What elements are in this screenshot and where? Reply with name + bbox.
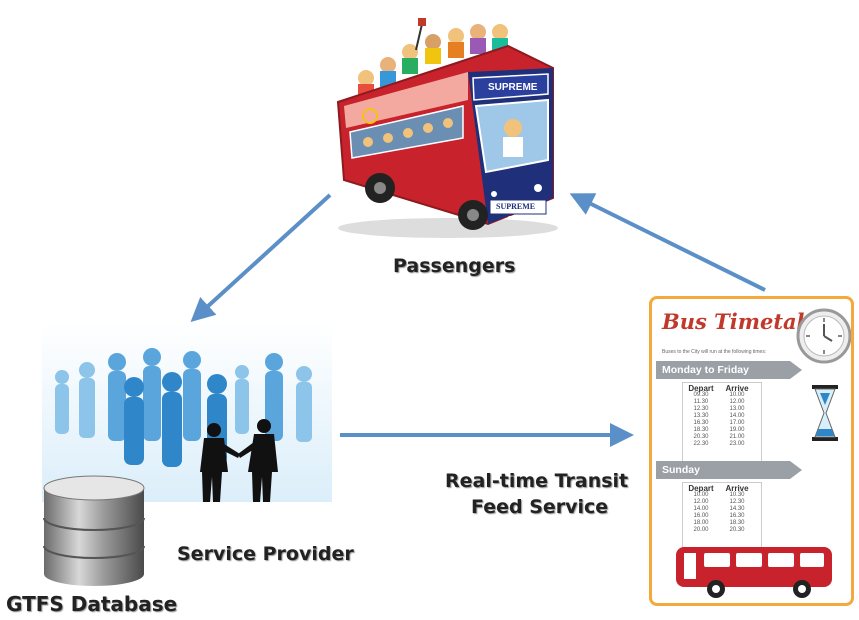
weekday-depart-time: 12.30 [693, 406, 709, 412]
sunday-depart-header: Depart [688, 484, 714, 493]
sunday-arrive-time: 20.30 [729, 527, 745, 533]
sunday-arrive-time: 12.30 [729, 499, 745, 505]
sunday-band-tip [790, 461, 802, 479]
gtfs-database-label: GTFS Database [6, 592, 178, 616]
weekday-band: Monday to Friday [656, 361, 790, 379]
sunday-arrive-time: 10.30 [729, 492, 745, 498]
service-provider-label: Service Provider [177, 543, 354, 565]
arrow-timetable-to-bus [569, 193, 766, 292]
weekday-band-tip [790, 361, 802, 379]
weekday-depart-time: 09.30 [693, 392, 709, 398]
sunday-depart-time: 12.00 [693, 499, 709, 505]
sunday-band: Sunday [656, 461, 790, 479]
bus-front-logo: SUPREME [496, 202, 535, 211]
weekday-depart-time: 11.30 [693, 399, 709, 405]
sunday-arrive-time: 16.30 [729, 513, 745, 519]
weekday-arrive-time: 10.00 [729, 392, 745, 398]
handshake-silhouettes [200, 419, 278, 502]
sunday-arrive-time: 18.30 [729, 520, 745, 526]
weekday-arrive-time: 17.00 [729, 420, 745, 426]
weekday-depart-time: 20.30 [693, 434, 709, 440]
weekday-depart-time: 13.30 [693, 413, 709, 419]
sunday-arrive-time: 14.30 [729, 506, 745, 512]
realtime-feed-label: Real-time Transit Feed Service [445, 470, 635, 518]
realtime-feed-line1: Real-time Transit [445, 470, 629, 492]
weekday-depart-time: 22.30 [693, 441, 709, 447]
red-bus-icon [676, 547, 832, 598]
database-icon [43, 475, 145, 586]
weekday-depart-header: Depart [688, 384, 714, 393]
rooftop-passengers [358, 18, 508, 98]
bus-sign: SUPREME [488, 82, 538, 93]
crowd-illustration [42, 322, 332, 502]
weekday-arrive-time: 13.00 [729, 406, 745, 412]
weekday-arrive-header: Arrive [725, 384, 749, 393]
sunday-arrive-header: Arrive [725, 484, 749, 493]
sunday-depart-time: 14.00 [693, 506, 709, 512]
weekday-arrive-time: 21.00 [729, 434, 745, 440]
weekday-arrive-time: 14.00 [729, 413, 745, 419]
realtime-feed-line2: Feed Service [471, 496, 609, 518]
sunday-depart-time: 20.00 [693, 527, 709, 533]
passengers-label: Passengers [393, 255, 516, 277]
tour-bus-illustration: SUPREME SUPREME TRAVEL [336, 18, 558, 238]
sunday-depart-time: 10.00 [693, 492, 709, 498]
weekday-arrive-time: 12.00 [729, 399, 745, 405]
arrow-bus-to-provider [190, 193, 332, 323]
bus-timetable-card: Bus Timetable Buses to the City will run… [649, 296, 854, 606]
weekday-arrive-time: 19.00 [729, 427, 745, 433]
timetable-note: Buses to the City will run at the follow… [662, 349, 767, 355]
sunday-depart-time: 16.00 [693, 513, 709, 519]
sunday-depart-time: 18.00 [693, 520, 709, 526]
bus-front-sub: TRAVEL [508, 216, 527, 222]
weekday-depart-time: 18.30 [693, 427, 709, 433]
hourglass-icon [812, 385, 838, 441]
clock-icon [796, 308, 851, 364]
weekday-arrive-time: 23.00 [729, 441, 745, 447]
weekday-depart-time: 16.30 [693, 420, 709, 426]
